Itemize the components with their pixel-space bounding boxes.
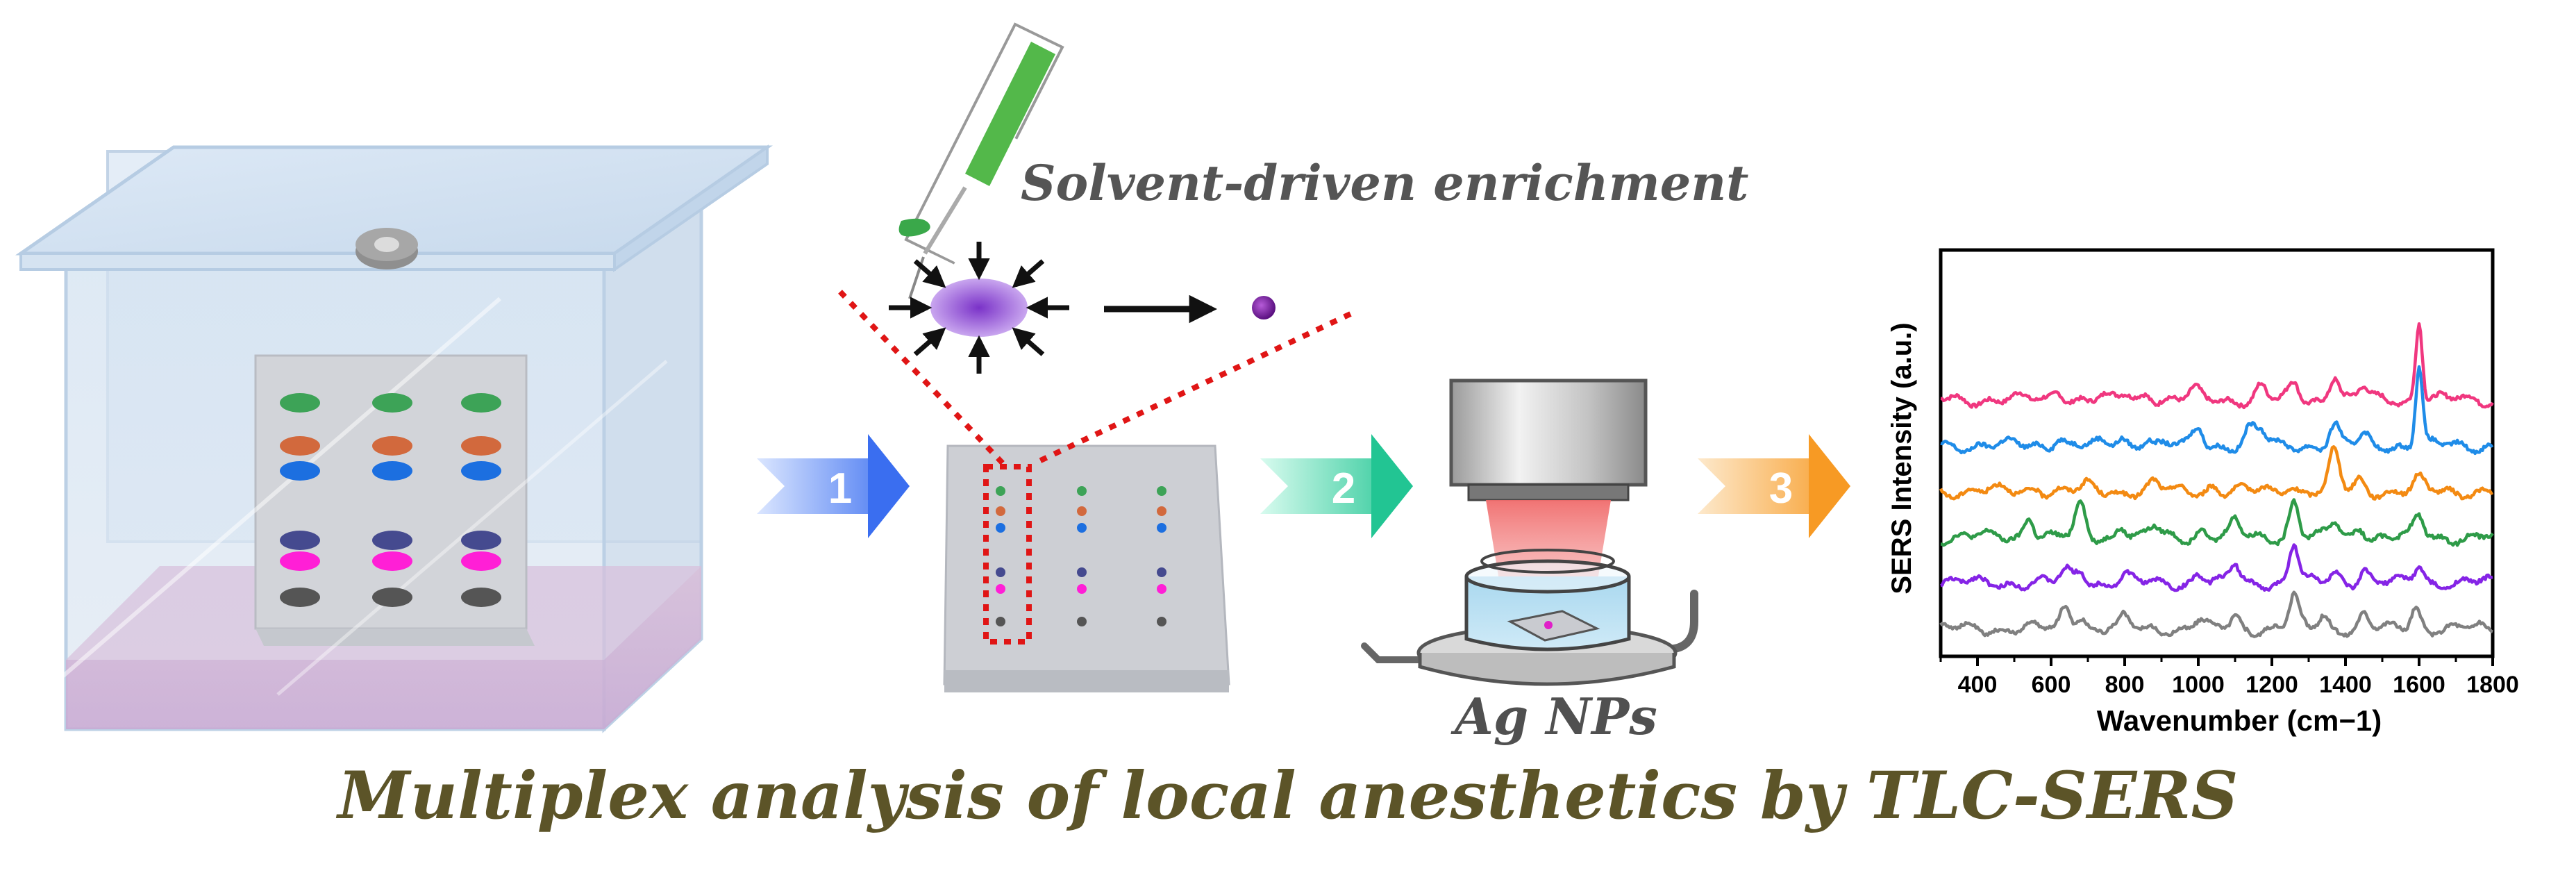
chamber-spot-orange <box>280 436 320 456</box>
x-tick-label: 1000 <box>2172 672 2225 698</box>
spectra-lines <box>1939 322 2494 638</box>
chamber-spot-orange <box>372 436 412 456</box>
enrichment-schematic <box>889 242 1276 374</box>
chamber-spot-indigo <box>280 531 320 550</box>
plate-spot-magenta <box>1077 584 1087 594</box>
zoom-guide-right <box>1032 311 1352 467</box>
chamber-spot-blue <box>461 461 501 481</box>
x-axis-label: Wavenumber (cm−1) <box>2097 704 2382 737</box>
selected-lane <box>983 464 1032 645</box>
converging-arrows <box>889 242 1069 374</box>
spectrum-line <box>1940 365 2494 456</box>
plate-spot-green <box>1077 486 1087 496</box>
ag-nps-label: Ag NPs <box>1450 687 1657 746</box>
enrichment-label: Solvent-driven enrichment <box>1021 154 1748 212</box>
pipette <box>898 22 1064 299</box>
sers-spectra-chart: 400 600 800 1000 1200 1400 1600 1800 SERS Inten… <box>1887 248 2519 737</box>
spectrum-line <box>1939 590 2493 638</box>
chamber-spot-gray <box>461 588 501 607</box>
chamber-spot-magenta <box>280 551 320 571</box>
chamber-spot-grid <box>280 393 501 607</box>
plate-spot-green <box>996 486 1005 496</box>
plate-spot-gray <box>1157 617 1166 626</box>
step-3-arrow: 3 <box>1698 434 1850 538</box>
plate-spot-gray <box>1077 617 1087 626</box>
step-2-number: 2 <box>1332 465 1355 513</box>
x-tick-label: 600 <box>2032 672 2071 698</box>
plate-spot-magenta <box>1157 584 1166 594</box>
chamber-spot-magenta <box>461 551 501 571</box>
plate-spot-blue <box>1077 523 1087 533</box>
spectrum-line <box>1940 498 2494 547</box>
plate-spot-grid <box>996 486 1166 626</box>
chamber-spot-gray <box>372 588 412 607</box>
chamber-spot-gray <box>280 588 320 607</box>
headline: Multiplex analysis of local anesthetics … <box>336 758 2239 834</box>
converging-arrow <box>1012 259 1045 288</box>
chamber-spot-magenta <box>372 551 412 571</box>
plate-spot-blue <box>996 523 1005 533</box>
chamber-lid-edge <box>19 252 616 271</box>
step-1-arrow: 1 <box>757 434 910 538</box>
x-tick-label: 1200 <box>2245 672 2298 698</box>
lid-knob <box>356 228 418 269</box>
plate-spot-indigo <box>1077 567 1087 577</box>
x-tick-label: 1400 <box>2319 672 2372 698</box>
plate-spot-orange <box>996 506 1005 516</box>
converging-arrow <box>1012 327 1045 356</box>
spectrum-line <box>1939 445 2494 501</box>
spectrum-line <box>1940 322 2494 410</box>
converging-arrow <box>913 327 946 356</box>
chamber-spot-green <box>280 393 320 413</box>
x-tick-label: 800 <box>2105 672 2145 698</box>
chamber-liquid <box>66 566 701 729</box>
plate-spot-orange <box>1157 506 1166 516</box>
plate-spot-blue <box>1157 523 1166 533</box>
x-tick-label: 400 <box>1958 672 1998 698</box>
objective-lens <box>1449 379 1648 487</box>
step-1-number: 1 <box>828 465 852 513</box>
x-tick-label: 1800 <box>2466 672 2519 698</box>
chamber-spot-blue <box>372 461 412 481</box>
y-axis-label: SERS Intensity (a.u.) <box>1887 322 1917 594</box>
step-3-number: 3 <box>1769 465 1793 513</box>
step-2-arrow: 2 <box>1260 434 1413 538</box>
plate-spot-gray <box>996 617 1005 626</box>
analyte-spot-enriched <box>1252 296 1276 319</box>
chamber-spot-indigo <box>461 531 501 550</box>
spectrum-line <box>1940 543 2493 592</box>
plot-frame <box>1939 248 2495 658</box>
analyte-spot-diffuse <box>930 278 1028 337</box>
plate-spot-indigo <box>1157 567 1166 577</box>
raman-setup <box>1361 379 1698 686</box>
chamber-spot-green <box>461 393 501 413</box>
chamber-spot-orange <box>461 436 501 456</box>
plate-spot-orange <box>1077 506 1087 516</box>
chamber-spot-blue <box>280 461 320 481</box>
immersed-plate <box>1507 610 1600 642</box>
x-tick-label: 1600 <box>2393 672 2445 698</box>
converging-arrow <box>913 259 946 288</box>
tlc-chamber <box>15 144 773 733</box>
chamber-spot-indigo <box>372 531 412 550</box>
cuvette <box>1464 549 1631 651</box>
plate-spot-green <box>1157 486 1166 496</box>
x-ticks: 400 600 800 1000 1200 1400 1600 1800 <box>1939 656 2519 698</box>
chamber-spot-green <box>372 393 412 413</box>
plate-spot-indigo <box>996 567 1005 577</box>
plate-spot-magenta <box>996 584 1005 594</box>
